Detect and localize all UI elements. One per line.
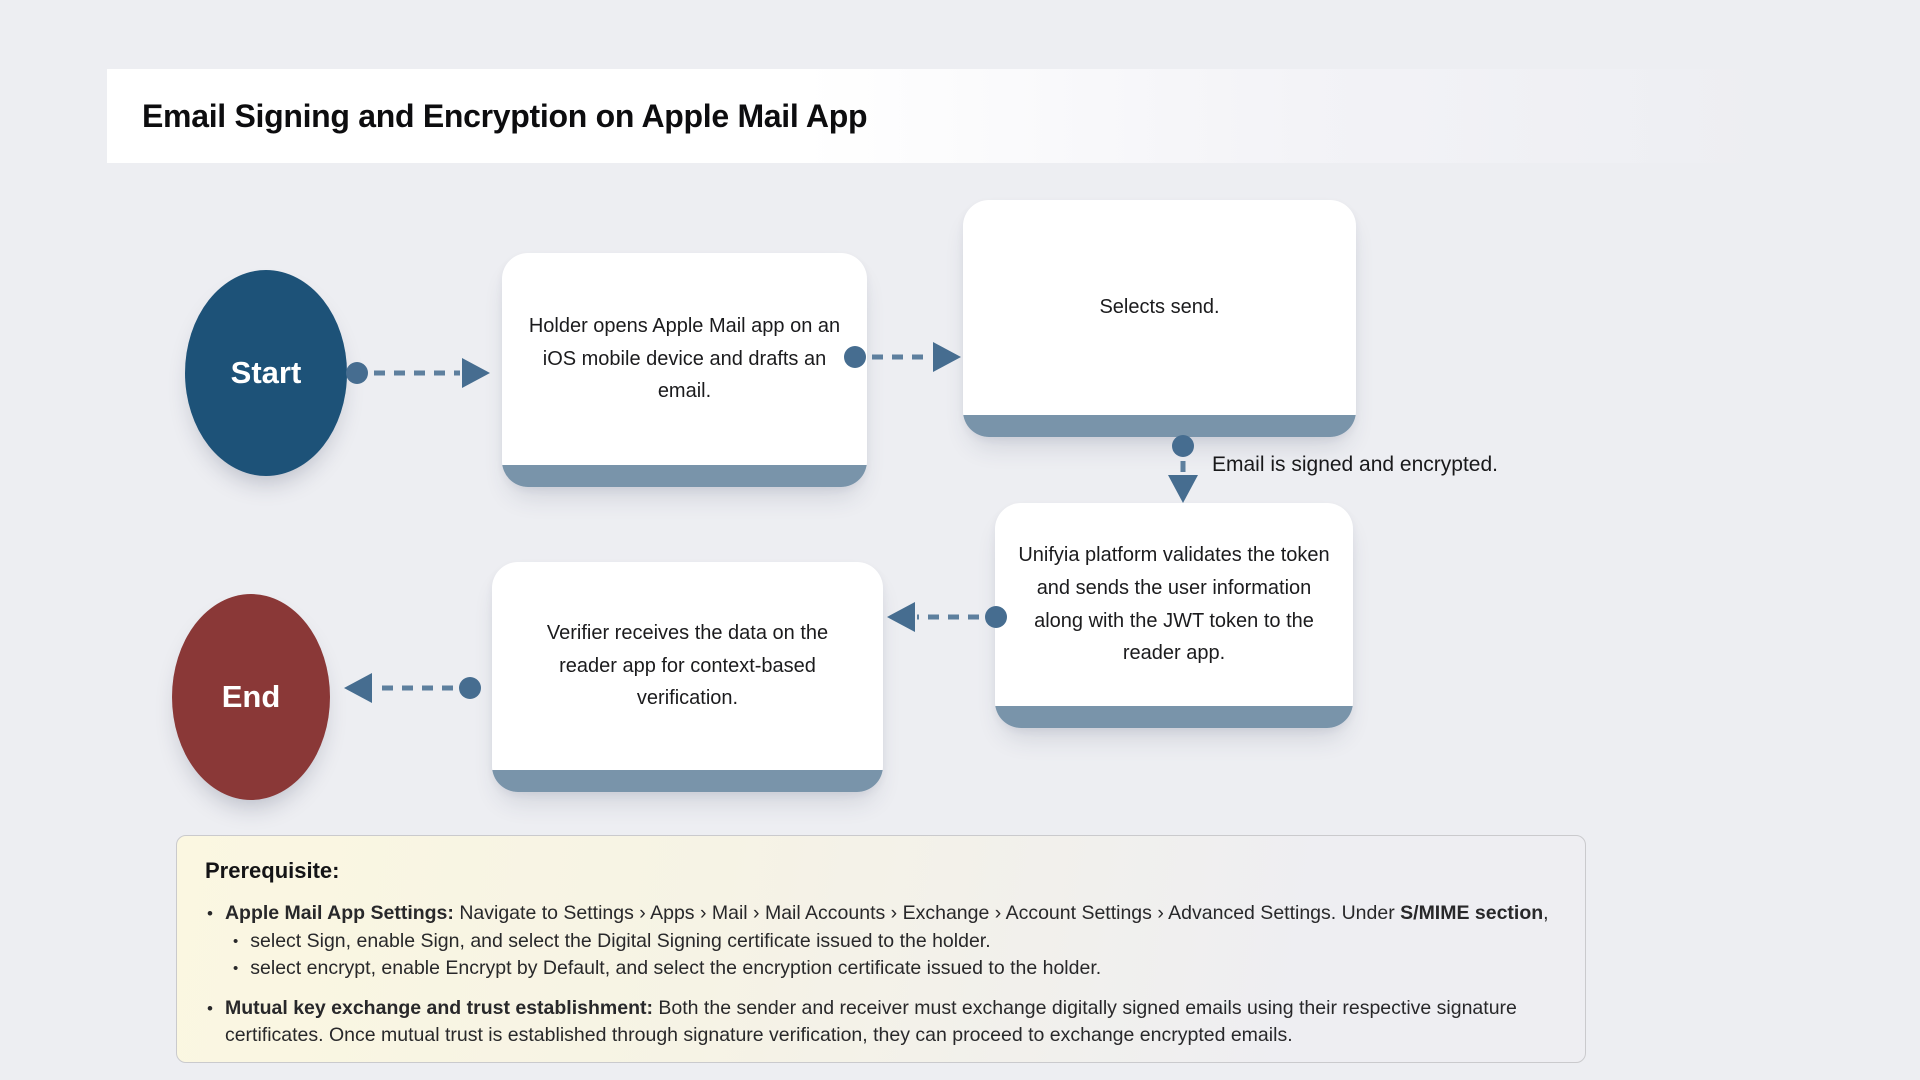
prerequisite-subitem-text: select encrypt, enable Encrypt by Defaul… — [250, 957, 1102, 979]
step-card-draft-email: Holder opens Apple Mail app on an iOS mo… — [502, 253, 867, 487]
step-card-bottom-bar — [502, 465, 867, 487]
prerequisite-item-apple-mail-settings: • Apple Mail App Settings: Navigate to S… — [205, 900, 1557, 927]
prerequisite-heading: Prerequisite: — [205, 858, 340, 883]
step-card-verifier-receives: Verifier receives the data on the reader… — [492, 562, 883, 792]
header-strip — [107, 69, 1767, 163]
arrow-verify-to-end — [344, 673, 481, 703]
arrow-start-to-draft — [346, 358, 490, 388]
step-card-text: Unifyia platform validates the token and… — [1018, 543, 1330, 665]
end-node-label: End — [221, 679, 281, 714]
bullet-icon: • — [233, 960, 239, 977]
edge-label-signed-encrypted: Email is signed and encrypted. — [1212, 453, 1498, 476]
bullet-icon: • — [207, 999, 213, 1018]
step-card-selects-send: Selects send. — [963, 200, 1356, 437]
prerequisite-subitem-text: select Sign, enable Sign, and select the… — [250, 930, 991, 952]
prerequisite-item-text: Mutual key exchange and trust establishm… — [224, 997, 1517, 1046]
step-card-platform-validates: Unifyia platform validates the token and… — [995, 503, 1353, 728]
step-card-bottom-bar — [995, 706, 1353, 728]
end-node: End — [172, 594, 330, 800]
step-card-bottom-bar — [963, 415, 1356, 437]
start-node-label: Start — [230, 355, 302, 390]
arrow-send-to-validate — [1168, 435, 1198, 503]
step-card-text: Holder opens Apple Mail app on an iOS mo… — [528, 314, 841, 403]
step-card-text: Selects send. — [1099, 296, 1220, 319]
step-card-text: Verifier receives the data on the reader… — [546, 621, 829, 710]
bullet-icon: • — [233, 933, 239, 950]
page-title: Email Signing and Encryption on Apple Ma… — [142, 97, 868, 134]
start-node: Start — [185, 270, 347, 476]
prerequisite-subitem-encrypt: • select encrypt, enable Encrypt by Defa… — [231, 955, 1557, 982]
step-card-bottom-bar — [492, 770, 883, 792]
prerequisite-item-mutual-key-exchange: • Mutual key exchange and trust establis… — [205, 995, 1557, 1049]
prerequisite-subitem-sign: • select Sign, enable Sign, and select t… — [231, 928, 1557, 955]
arrow-validate-to-verify — [887, 602, 1007, 632]
prerequisite-panel: Prerequisite: • Apple Mail App Settings:… — [176, 835, 1586, 1063]
prerequisite-item-text: Apple Mail App Settings: Navigate to Set… — [224, 902, 1549, 924]
bullet-icon: • — [207, 904, 213, 923]
